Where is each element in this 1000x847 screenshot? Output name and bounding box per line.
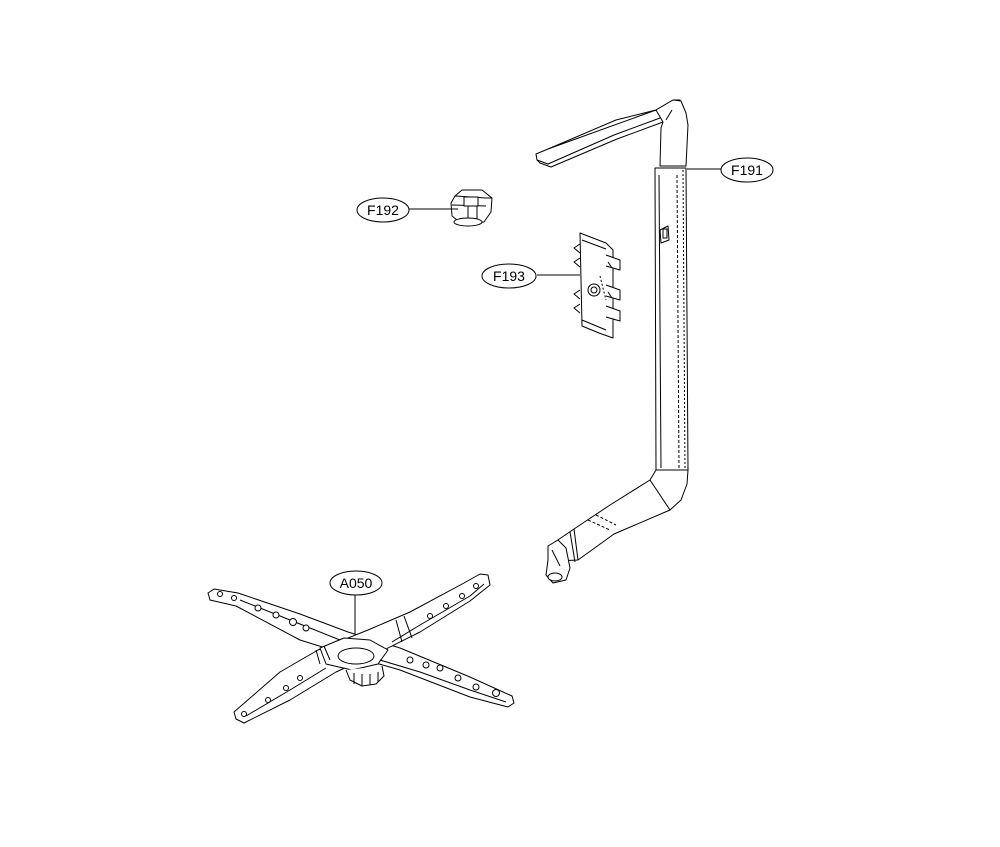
callout-label: F191 xyxy=(731,162,763,178)
callout-bubble xyxy=(329,570,383,596)
callout-bubble xyxy=(481,263,537,289)
callout-label: F193 xyxy=(493,268,525,284)
callout-a050[interactable]: A050 xyxy=(329,570,383,596)
callout-label: F192 xyxy=(367,202,399,218)
nozzle-cap-part[interactable] xyxy=(451,190,492,226)
spray-arm-part[interactable] xyxy=(208,574,514,723)
callout-label: A050 xyxy=(340,575,373,591)
supply-tube-part[interactable] xyxy=(536,100,688,583)
callout-f193[interactable]: F193 xyxy=(481,263,537,289)
callout-f191[interactable]: F191 xyxy=(720,157,774,183)
callout-f192[interactable]: F192 xyxy=(356,197,410,223)
callout-bubble xyxy=(356,197,410,223)
holder-bracket-part[interactable] xyxy=(574,233,620,338)
callout-bubble xyxy=(720,157,774,183)
leader-lines xyxy=(354,168,722,634)
